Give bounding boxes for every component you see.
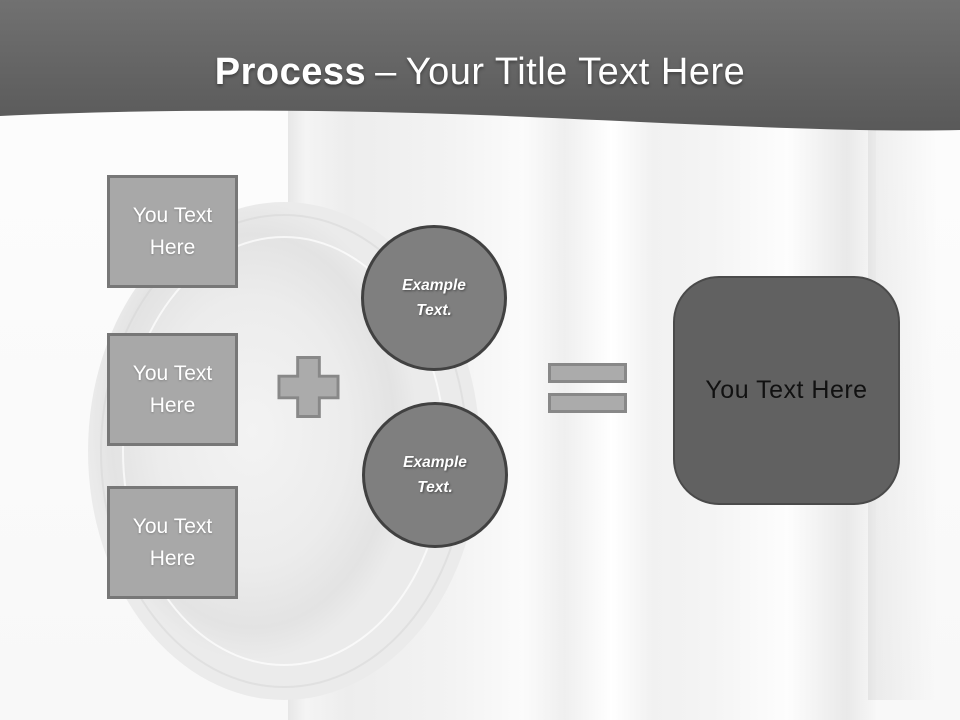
equals-icon[interactable] [548,363,627,383]
result-box-label: You Text Here [705,376,868,404]
title-text: Your Title Text Here [405,51,746,93]
input-box-1[interactable]: You Text Here [107,175,238,288]
example-circle-1[interactable]: Example Text. [361,225,507,371]
input-box-label: You Text Here [132,361,213,417]
plus-icon[interactable] [277,355,340,419]
slide-title[interactable]: Process–Your Title Text Here [0,51,960,94]
title-banner [0,0,960,131]
input-box-label: You Text Here [132,203,213,259]
input-box-3[interactable]: You Text Here [107,486,238,599]
input-box-2[interactable]: You Text Here [107,333,238,446]
title-emphasis: Process [214,51,367,93]
equals-icon[interactable] [548,393,627,413]
result-box[interactable]: You Text Here [673,276,900,505]
example-circle-label: Example Text. [402,277,466,319]
example-circle-2[interactable]: Example Text. [362,402,508,548]
example-circle-label: Example Text. [403,454,467,496]
title-separator: – [375,51,397,93]
input-box-label: You Text Here [132,514,213,570]
